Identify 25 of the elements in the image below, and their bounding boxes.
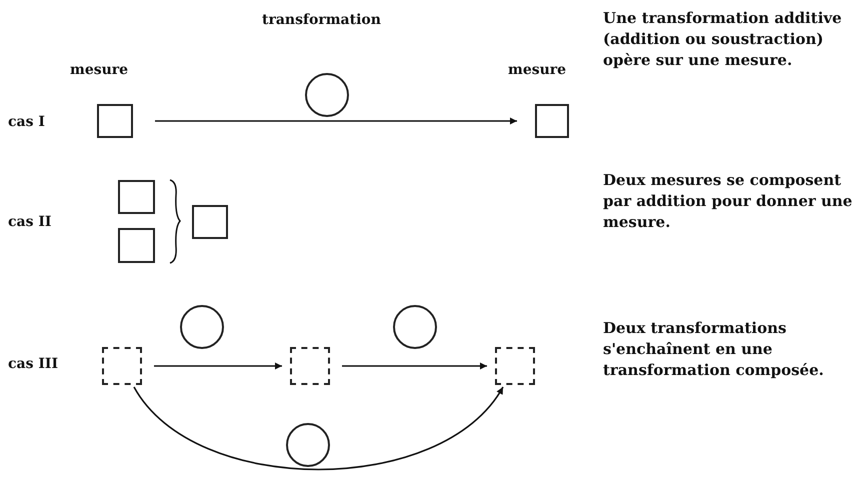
dashed-empty-square — [495, 347, 535, 385]
empty-square — [192, 205, 228, 239]
empty-circle — [286, 423, 330, 467]
column-heading: mesure — [70, 61, 128, 80]
arrow — [154, 362, 282, 370]
row-label: cas I — [8, 113, 45, 132]
arrow — [155, 118, 517, 124]
arrow — [342, 362, 487, 370]
dashed-empty-square — [102, 347, 142, 385]
empty-square — [118, 180, 155, 214]
description-text: Une transformation additive (addition ou soustraction) opère sur une mesure. — [603, 8, 843, 71]
empty-square — [118, 228, 155, 263]
empty-circle — [305, 73, 349, 117]
arrow — [133, 386, 504, 470]
description-text: Deux transformations s'enchaînent en une transformation composée. — [603, 318, 825, 381]
row-label: cas III — [8, 355, 58, 374]
empty-circle — [180, 305, 224, 349]
empty-square — [97, 104, 133, 138]
column-heading: transformation — [262, 11, 381, 30]
dashed-empty-square — [290, 347, 330, 385]
empty-circle — [393, 305, 437, 349]
row-label: cas II — [8, 213, 52, 232]
empty-square — [535, 104, 569, 138]
column-heading: mesure — [508, 61, 566, 80]
description-text: Deux mesures se composent par addition pour donner une mesure. — [603, 170, 853, 233]
